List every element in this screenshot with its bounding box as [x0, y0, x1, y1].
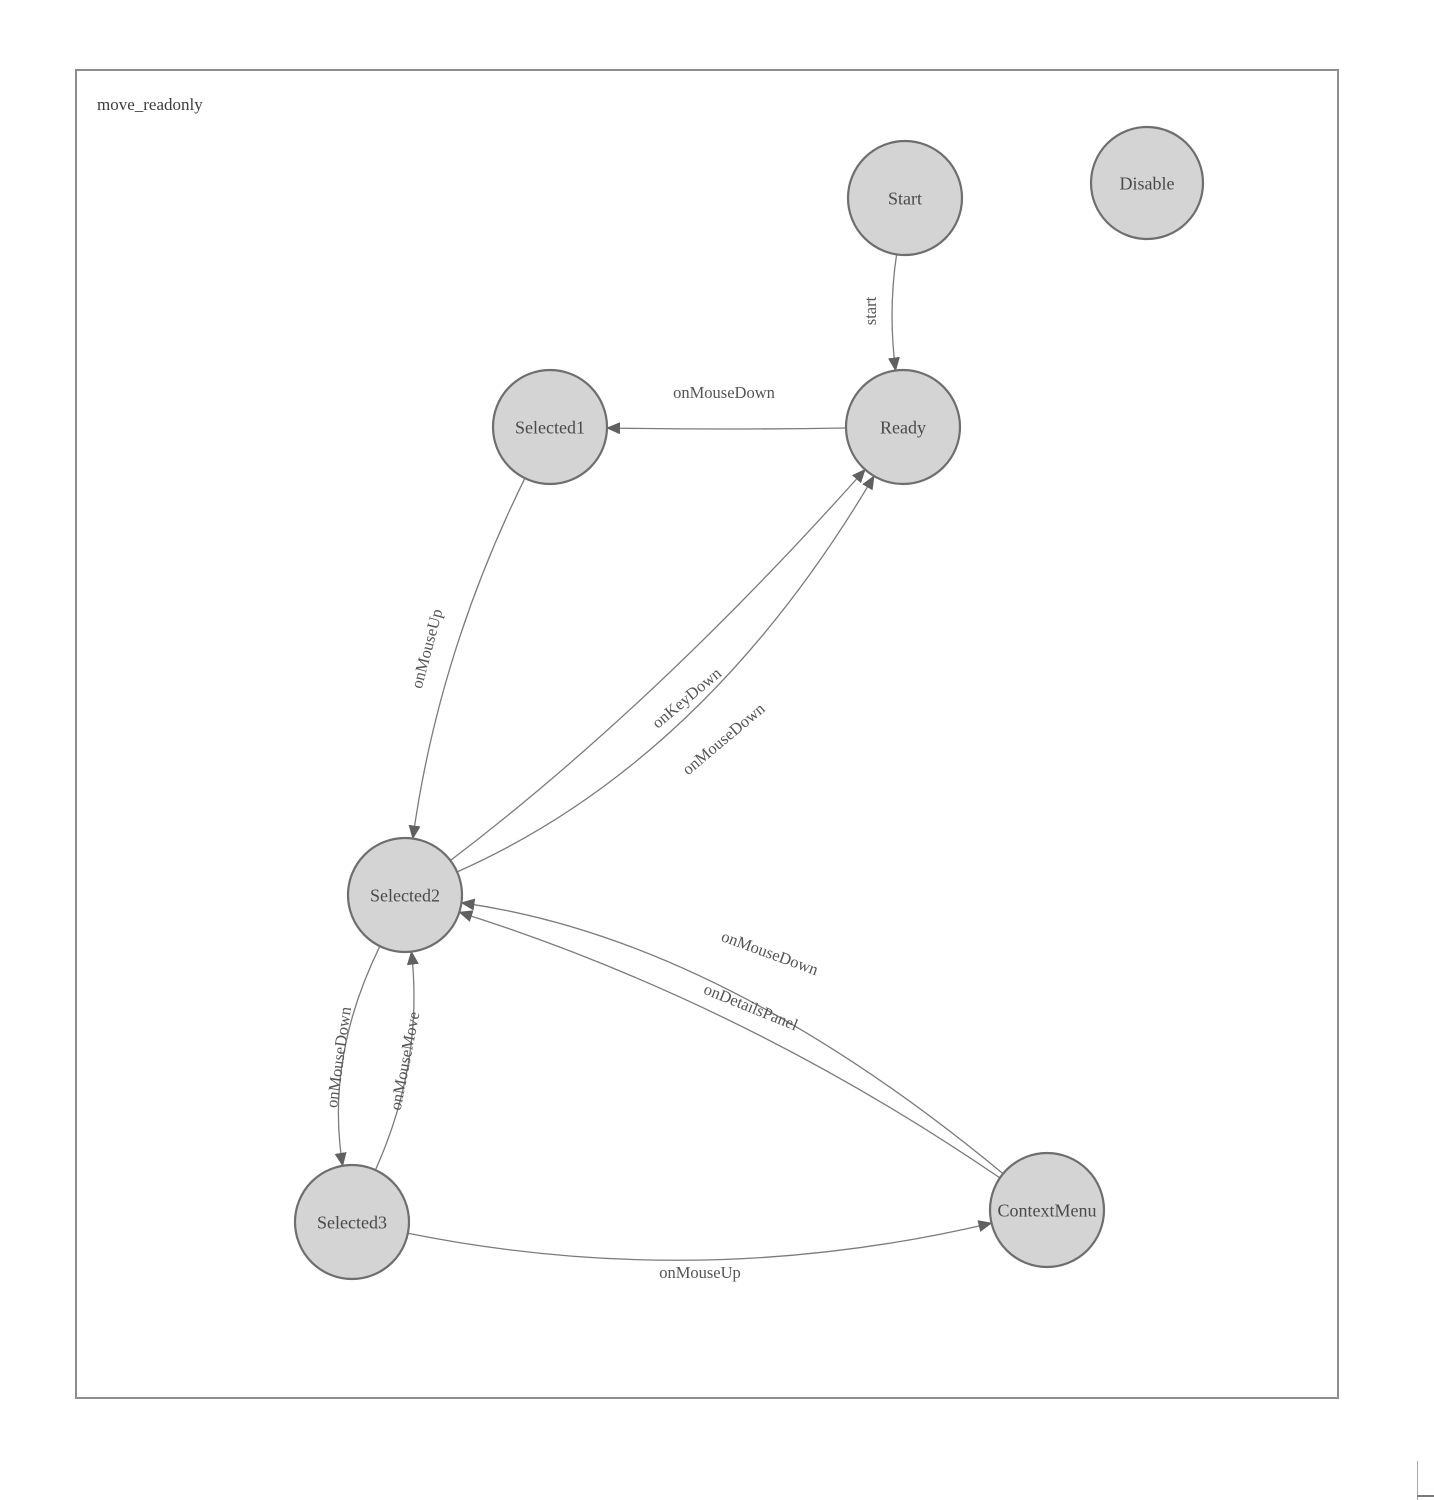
- state-node-Selected1: Selected1: [491, 368, 609, 486]
- state-node-Start: Start: [846, 139, 964, 257]
- transition-label-onMouseUp: onMouseUp: [407, 607, 446, 691]
- transition-label-onMouseUp: onMouseUp: [659, 1263, 741, 1282]
- transition-edge-Selected2-Selected3: [334, 945, 381, 1167]
- state-node-Selected3: Selected3: [293, 1163, 411, 1281]
- transition-label-onMouseDown: onMouseDown: [719, 927, 821, 980]
- scrollbar-corner-fragment[interactable]: [1417, 1495, 1434, 1497]
- diagram-frame: [75, 69, 1339, 1399]
- state-circle: [346, 836, 464, 954]
- transition-label-onMouseDown: onMouseDown: [673, 383, 775, 402]
- transition-label-start: start: [861, 296, 880, 325]
- transition-edge-Selected3-Selected2: [374, 950, 419, 1171]
- vertical-scrollbar-fragment[interactable]: [1417, 1461, 1418, 1500]
- transition-edge-Selected2-Ready: [456, 475, 875, 873]
- transition-edge-ContextMenu-Selected2: [460, 898, 1004, 1175]
- transition-edge-ContextMenu-Selected2: [458, 910, 1001, 1179]
- state-label: Disable: [1120, 173, 1175, 193]
- state-circle: [293, 1163, 411, 1281]
- state-node-Ready: Ready: [844, 368, 962, 486]
- state-label: Selected1: [515, 417, 585, 437]
- state-circle: [844, 368, 962, 486]
- transition-label-onKeyDown: onKeyDown: [648, 663, 725, 732]
- state-circle: [846, 139, 964, 257]
- diagram-title: move_readonly: [97, 95, 203, 114]
- state-label: Selected2: [370, 885, 440, 905]
- state-circle: [491, 368, 609, 486]
- state-node-Disable: Disable: [1089, 125, 1205, 241]
- transition-edge-Selected3-ContextMenu: [407, 1220, 993, 1261]
- state-label: Start: [888, 188, 922, 208]
- transition-edge-Ready-Selected1: [606, 422, 847, 435]
- transition-label-onMouseDown: onMouseDown: [322, 1006, 355, 1109]
- transition-label-onMouseMove: onMouseMove: [386, 1010, 424, 1112]
- state-label: Ready: [880, 417, 926, 437]
- transition-edge-Selected1-Selected2: [408, 477, 526, 840]
- transition-edge-Selected2-Ready: [450, 468, 866, 862]
- state-circle: [988, 1151, 1106, 1269]
- state-node-ContextMenu: ContextMenu: [988, 1151, 1106, 1269]
- transition-edge-Start-Ready: [887, 254, 900, 372]
- state-label: ContextMenu: [998, 1200, 1097, 1220]
- state-node-Selected2: Selected2: [346, 836, 464, 954]
- state-circle: [1089, 125, 1205, 241]
- transition-label-onDetailsPanel: onDetailsPanel: [701, 979, 801, 1034]
- state-label: Selected3: [317, 1212, 387, 1232]
